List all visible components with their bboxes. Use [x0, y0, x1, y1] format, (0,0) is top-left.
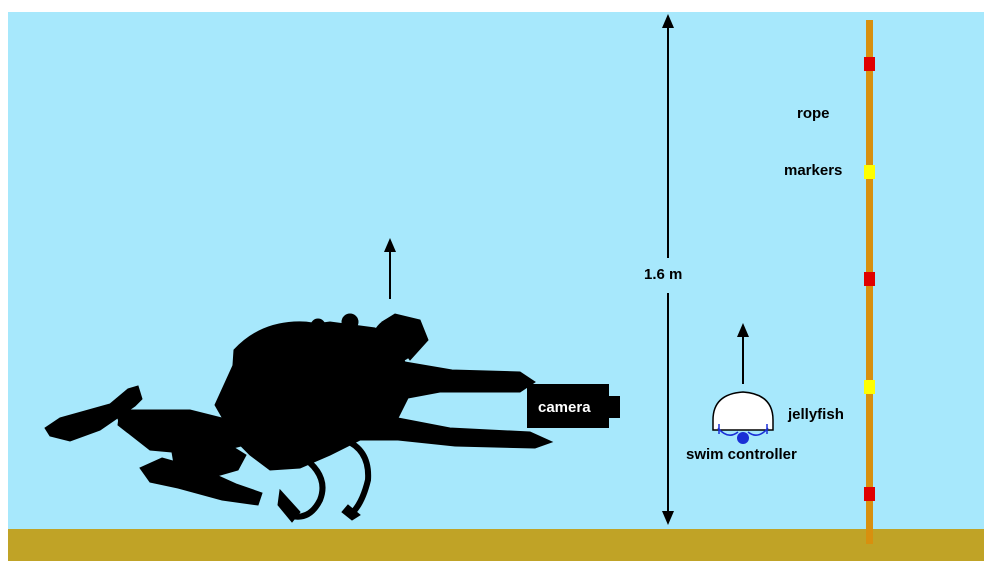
- rope-marker-yellow: [864, 380, 875, 394]
- camera-label: camera: [538, 399, 591, 416]
- seabed: [8, 529, 984, 561]
- jellyfish-robot-icon: [713, 392, 773, 435]
- rope-marker-red: [864, 487, 875, 501]
- swim-controller-label: swim controller: [686, 446, 797, 463]
- rope-label: rope: [797, 105, 830, 122]
- water-background: [8, 12, 984, 532]
- rope-marker-red: [864, 272, 875, 286]
- markers-label: markers: [784, 162, 842, 179]
- swim-controller-icon: [737, 432, 749, 444]
- height-label: 1.6 m: [644, 266, 682, 283]
- rope-marker-red: [864, 57, 875, 71]
- rope-marker-yellow: [864, 165, 875, 179]
- jellyfish-label: jellyfish: [788, 406, 844, 423]
